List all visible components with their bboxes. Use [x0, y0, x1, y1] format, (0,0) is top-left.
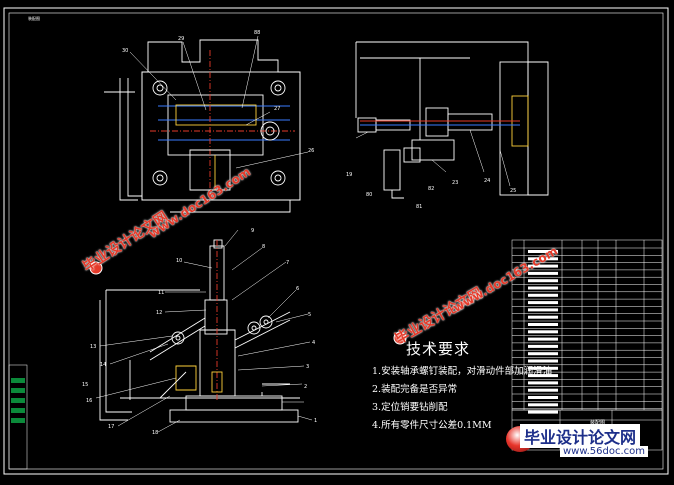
frame-title-label: 装配图	[28, 15, 40, 21]
part-label-1: 1	[314, 418, 317, 424]
tech-req-item: 4.所有零件尺寸公差0.1MM	[372, 420, 492, 431]
bom-cell-text	[528, 359, 558, 363]
part-label-11: 11	[158, 290, 164, 296]
part-label-16: 16	[86, 398, 92, 404]
bom-cell-text	[528, 352, 558, 356]
part-label-9: 9	[251, 228, 254, 234]
part-label-18: 18	[152, 430, 158, 436]
part-label-13: 13	[90, 344, 96, 350]
bom-cell-text	[528, 301, 558, 305]
bom-cell-text	[528, 388, 558, 392]
tech-req-item: 1.安装轴承螺钉装配，对滑动件部加润滑油	[372, 366, 553, 377]
bom-cell-text	[528, 330, 558, 334]
bom-cell-text	[528, 264, 558, 268]
part-label-6: 6	[296, 286, 299, 292]
part-label-24: 24	[484, 178, 490, 184]
bom-cell-text	[528, 271, 558, 275]
part-label-27: 27	[274, 106, 280, 112]
part-label-81: 81	[416, 204, 422, 210]
bom-cell-text	[528, 396, 558, 399]
bom-cell-text	[528, 366, 558, 370]
side-view	[355, 41, 549, 199]
part-label-12: 12	[156, 310, 162, 316]
bom-cell-text	[528, 315, 558, 319]
bom-cell-text	[528, 403, 558, 407]
inner-border	[8, 12, 664, 470]
watermark-ring-1	[89, 261, 407, 345]
tech-req-item: 2.装配完备是否异常	[372, 384, 458, 395]
bom-cell-text	[528, 279, 558, 283]
footer-watermark-url: www.56doc.com	[560, 446, 649, 457]
bom-cell-text	[528, 337, 558, 341]
top-view	[104, 35, 309, 213]
part-label-15: 15	[82, 382, 88, 388]
tech-req-item: 3.定位销要钻削配	[372, 402, 448, 413]
bom-table: 装配图	[511, 239, 663, 451]
sheet-border	[3, 7, 669, 475]
part-label-19: 19	[346, 172, 352, 178]
part-label-7: 7	[286, 260, 289, 266]
bom-cell-text	[528, 323, 558, 326]
bom-cell-text	[528, 374, 558, 378]
bom-cell-text	[528, 308, 558, 312]
part-label-30: 30	[122, 48, 128, 54]
tech-req-title: 技术要求	[406, 340, 471, 358]
bom-cell-text	[528, 410, 558, 414]
bom-cell-text	[528, 293, 558, 297]
title-block-label: 装配图	[590, 419, 605, 426]
part-label-8: 8	[262, 244, 265, 250]
top-view-labels: 30 29 88 27 26	[122, 30, 314, 154]
part-label-5: 5	[308, 312, 311, 318]
bom-cell-text	[528, 250, 558, 253]
part-label-4: 4	[312, 340, 315, 346]
bom-cell-text	[528, 344, 558, 348]
part-label-17: 17	[108, 424, 114, 430]
bom-cell-text	[528, 286, 558, 290]
bom-cell-text	[528, 257, 558, 261]
left-legend-panel	[8, 364, 28, 470]
part-label-26: 26	[308, 148, 314, 154]
part-label-3: 3	[306, 364, 309, 370]
part-label-14: 14	[100, 362, 106, 368]
part-label-2: 2	[304, 384, 307, 390]
footer-watermark-cn: 毕业设计论文网	[520, 424, 641, 448]
part-label-25: 25	[510, 188, 516, 194]
bom-cell-text	[528, 381, 558, 385]
part-label-80: 80	[366, 192, 372, 198]
side-view-labels: 19 82 23 24 25 81 80	[346, 172, 516, 210]
front-view-labels: 9 8 7 10 11 12 6 5 13 14 15 16 17 18 4 3…	[82, 228, 317, 436]
part-label-82: 82	[428, 186, 434, 192]
part-label-10: 10	[176, 258, 182, 264]
front-view	[95, 229, 313, 433]
part-label-23: 23	[452, 180, 458, 186]
part-label-88: 88	[254, 30, 260, 36]
part-label-29: 29	[178, 36, 184, 42]
